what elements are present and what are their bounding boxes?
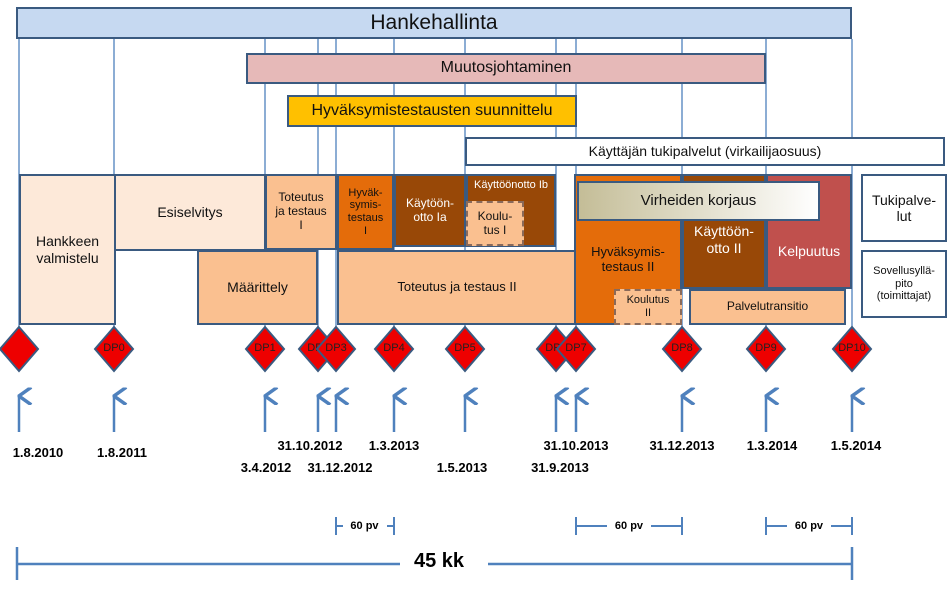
phase-esiselvitys-label: Esiselvitys	[157, 204, 223, 221]
diamond-path	[93, 325, 135, 373]
diamond-path	[444, 325, 486, 373]
phase-toteutus-testaus-2: Toteutus ja testaus II	[337, 250, 577, 325]
decision-point-diamond: DP10	[831, 325, 873, 373]
decision-point-label: DP1	[254, 342, 276, 354]
bar-hyvaksymistestausten-suunnittelu: Hyväksymistestausten suunnittelu	[287, 95, 577, 127]
phase-maarittely-label: Määrittely	[227, 279, 288, 296]
bar-hankehallinta: Hankehallinta	[16, 7, 852, 39]
decision-point-diamond: DP4	[373, 325, 415, 373]
diamond-shape	[244, 325, 286, 373]
decision-point-diamond: DP3	[315, 325, 357, 373]
span-label: 60 pv	[350, 520, 379, 532]
date-label: 1.3.2013	[368, 438, 420, 453]
bar-muutosjohtaminen: Muutosjohtaminen	[246, 53, 766, 84]
date-label: 1.5.2013	[436, 460, 488, 475]
date-arrows	[16, 375, 852, 432]
date-label: 1.5.2014	[830, 438, 882, 453]
decision-point-diamond: DP8	[661, 325, 703, 373]
date-label: 31.12.2013	[649, 438, 715, 453]
diamond-path	[745, 325, 787, 373]
phase-virheiden-korjaus-label: Virheiden korjaus	[640, 192, 757, 210]
bar-muutosjohtaminen-label: Muutosjohtaminen	[440, 59, 572, 77]
diamond-path	[0, 325, 40, 373]
bar-hyvaksymistestausten-suunnittelu-label: Hyväksymistestausten suunnittelu	[311, 101, 553, 119]
decision-point-label: DP8	[671, 342, 693, 354]
bar-kayttajan-tukipalvelut-label: Käyttäjän tukipalvelut (virkailijaosuus)	[588, 143, 822, 160]
phase-tukipalvelut-label: Tukipalve-lut	[871, 191, 937, 224]
date-label: 31.9.2013	[531, 460, 589, 475]
date-label: 1.8.2011	[97, 445, 147, 460]
date-label: 31.12.2012	[307, 460, 373, 475]
decision-point-diamond: DP5	[444, 325, 486, 373]
phase-tukipalvelut: Tukipalve-lut	[861, 174, 947, 242]
phase-palvelutransitio-label: Palvelutransitio	[726, 299, 809, 314]
decision-point-diamond: DP1	[244, 325, 286, 373]
phase-kayttoonotto-2-label: Käyttöön-otto II	[694, 223, 754, 256]
phase-sovellusyllapito: Sovellusyllä-pito (toimittajat)	[861, 250, 947, 318]
phase-esiselvitys: Esiselvitys	[114, 174, 266, 251]
phase-maarittely: Määrittely	[197, 250, 318, 325]
decision-point-label: DP9	[755, 342, 777, 354]
phase-kayttoonotto-1a-label: Käytöön-otto Ia	[405, 195, 455, 224]
date-label: 1.8.2010	[12, 445, 64, 460]
phase-toteutus-testaus-1: Toteutus ja testaus I	[265, 174, 337, 250]
date-label: 31.10.2012	[277, 438, 343, 453]
span-label: 60 pv	[794, 520, 824, 532]
phase-palvelutransitio: Palvelutransitio	[689, 289, 846, 325]
decision-point-label: DP4	[383, 342, 405, 354]
diamond-path	[555, 325, 597, 373]
diamond-shape	[745, 325, 787, 373]
bar-kayttajan-tukipalvelut: Käyttäjän tukipalvelut (virkailijaosuus)	[465, 137, 945, 166]
total-duration-label: 45 kk	[413, 550, 465, 572]
phase-sovellusyllapito-label: Sovellusyllä-pito (toimittajat)	[873, 265, 935, 303]
decision-point-label: DP5	[454, 342, 476, 354]
decision-point-label: DP10	[838, 342, 866, 354]
phase-koulutus-1-label: Koulu-tus I	[477, 208, 513, 237]
diamond-shape	[831, 325, 873, 373]
phase-koulutus-2-label: Koulutus II	[626, 294, 670, 319]
phase-hankkeen-valmistelu: Hankkeen valmistelu	[19, 174, 116, 325]
phase-hankkeen-valmistelu-label: Hankkeen valmistelu	[35, 233, 100, 266]
phase-hyvaksymistestaus-1-label: Hyväk-symis-testaus I	[347, 186, 384, 237]
date-label: 3.4.2012	[240, 460, 292, 475]
decision-point-diamond	[0, 325, 40, 373]
bar-hankehallinta-label: Hankehallinta	[370, 10, 498, 34]
decision-point-diamond: DP0	[93, 325, 135, 373]
decision-point-label: DP3	[325, 342, 347, 354]
decision-point-diamond: DP7	[555, 325, 597, 373]
span-indicators	[335, 517, 853, 535]
phase-kayttoonotto-1a: Käytöön-otto Ia	[394, 174, 466, 247]
diamond-path	[831, 325, 873, 373]
total-duration-line	[15, 547, 854, 580]
phase-hyvaksymistestaus-1: Hyväk-symis-testaus I	[337, 174, 394, 250]
phase-toteutus-testaus-2-label: Toteutus ja testaus II	[397, 279, 517, 295]
diamond-path	[315, 325, 357, 373]
decision-point-label: DP0	[103, 342, 125, 354]
phase-koulutus-1: Koulu-tus I	[466, 201, 524, 246]
phase-virheiden-korjaus: Virheiden korjaus	[577, 181, 820, 221]
diamond-path	[244, 325, 286, 373]
phase-hyvaksymistestaus-2-label: Hyväksymis-testaus II	[591, 243, 665, 274]
diamond-shape	[444, 325, 486, 373]
date-label: 31.10.2013	[543, 438, 609, 453]
decision-point-diamond: DP9	[745, 325, 787, 373]
diamond-shape	[661, 325, 703, 373]
diamond-path	[661, 325, 703, 373]
phase-kayttoonotto-1b-label: Käyttöönotto Ib	[474, 179, 548, 191]
diamond-shape	[0, 325, 40, 373]
diamond-shape	[315, 325, 357, 373]
diamond-shape	[93, 325, 135, 373]
diamond-shape	[555, 325, 597, 373]
phase-toteutus-testaus-1-label: Toteutus ja testaus I	[275, 190, 327, 232]
date-label: 1.3.2014	[746, 438, 798, 453]
phase-koulutus-2: Koulutus II	[614, 289, 682, 325]
phase-kelpuutus-label: Kelpuutus	[777, 243, 841, 260]
diamond-path	[373, 325, 415, 373]
decision-point-label: DP7	[565, 342, 587, 354]
diamond-shape	[373, 325, 415, 373]
span-label: 60 pv	[614, 520, 644, 532]
